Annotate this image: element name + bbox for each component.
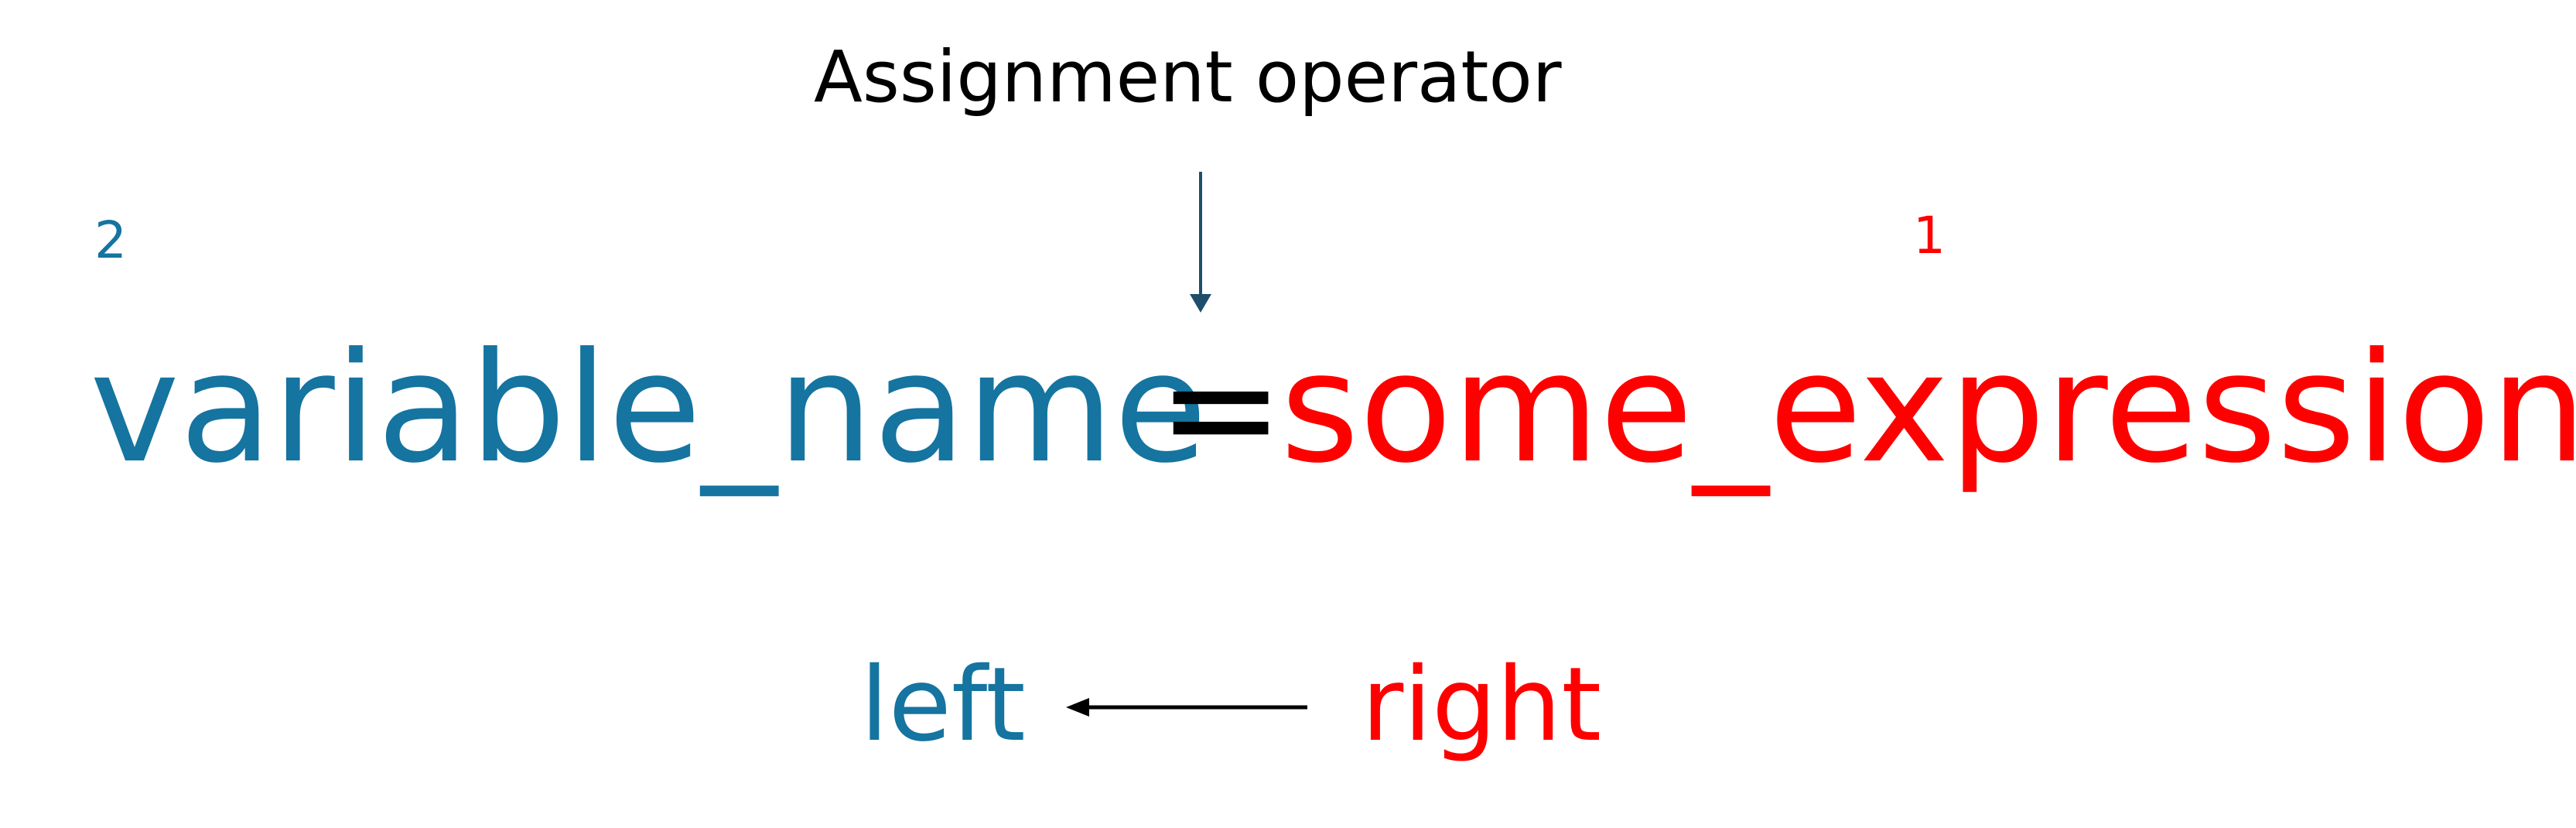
direction-left-label: left <box>860 645 1026 765</box>
direction-arrow-head <box>1066 698 1089 717</box>
assignment-operator-label: Assignment operator <box>814 36 1562 118</box>
variable-name-text: variable_name <box>90 320 1208 497</box>
expression-text: some_expression <box>1280 320 2576 497</box>
direction-right-label: right <box>1361 645 1602 765</box>
equals-operator: = <box>1157 320 1285 497</box>
step-number-lhs: 2 <box>94 210 127 270</box>
step-number-rhs: 1 <box>1913 206 1946 265</box>
operator-pointer-head <box>1190 294 1211 313</box>
